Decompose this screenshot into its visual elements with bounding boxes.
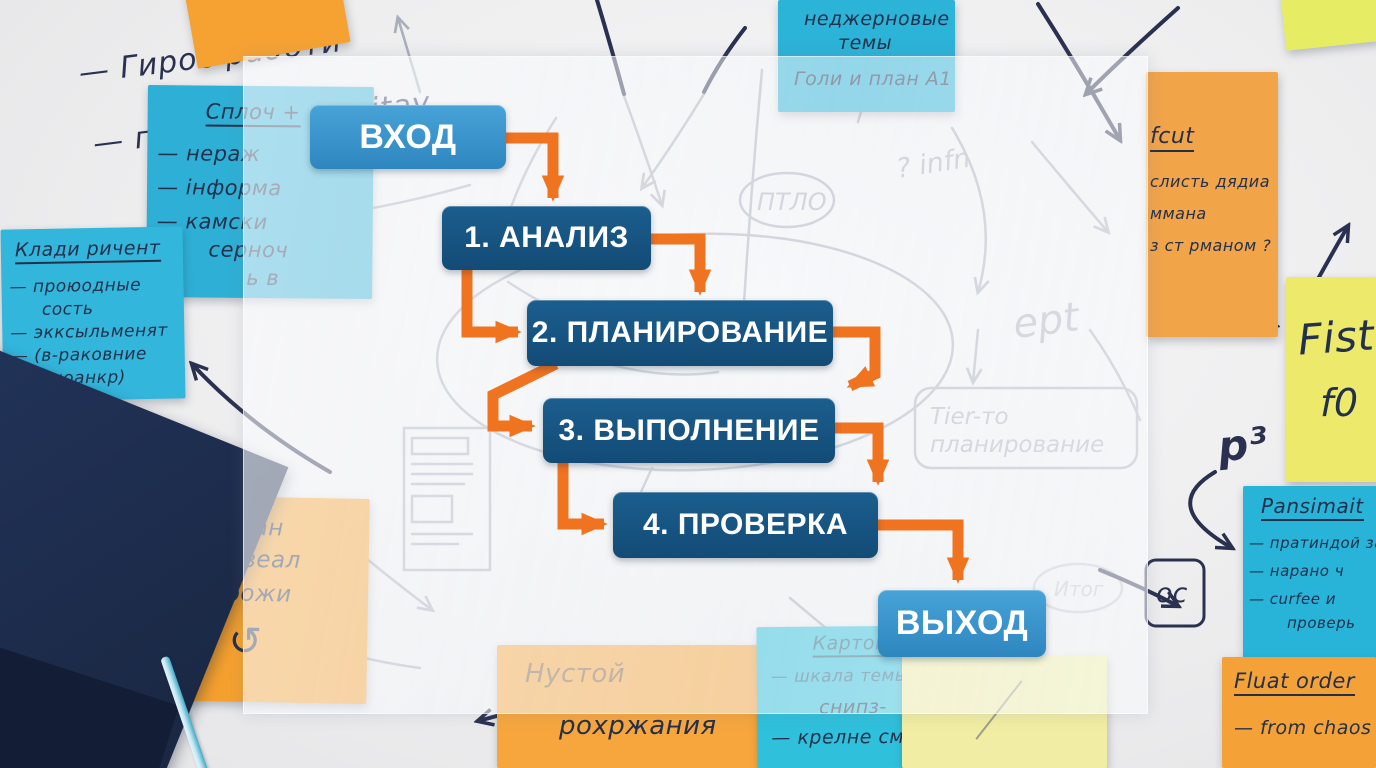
sticky-heading: Pansimait	[1261, 494, 1364, 521]
sticky-heading: fcut	[1150, 124, 1195, 152]
flow-node-vypolnenie: 3. ВЫПОЛНЕНИЕ	[543, 398, 835, 463]
arrow-vhod-to-analiz	[505, 132, 565, 202]
sticky-line: рохржания	[559, 711, 717, 741]
arrow-vypoln-to-proverka-left	[557, 462, 608, 536]
arrow-plan-to-vypoln-left	[487, 359, 559, 438]
sticky-line: з ст рманом ?	[1150, 236, 1272, 255]
sticky-line: — from chaos	[1234, 717, 1372, 739]
sticky-line: — нарано ч	[1249, 562, 1345, 580]
sticky-line: проверь	[1287, 614, 1356, 632]
arrow-plan-loopback	[833, 326, 881, 391]
sticky-line: — пратиндой за	[1249, 534, 1376, 552]
sticky-line: ммана	[1150, 204, 1207, 223]
sticky-note-fcut: fcut слисть дядиа ммана з ст рманом ?	[1146, 72, 1278, 337]
sticky-note-fluat: Fluat order — from chaos	[1222, 657, 1376, 768]
sticky-line: f0	[1320, 381, 1359, 425]
flow-node-proverka: 4. ПРОВЕРКА	[613, 492, 878, 558]
arrow-analiz-to-plan-top	[651, 233, 712, 296]
sticky-note-fist: Fist f0	[1286, 277, 1376, 482]
flow-node-planirovanie: 2. ПЛАНИРОВАНИЕ	[527, 300, 833, 366]
sticky-note-pansimait: Pansimait — пратиндой за — нарано ч — cu…	[1243, 486, 1376, 664]
sticky-line: — curfee и	[1249, 590, 1336, 608]
flow-node-analiz: 1. АНАЛИЗ	[442, 206, 651, 270]
arrow-proverka-to-vyhod	[877, 519, 970, 584]
sticky-line: темы	[838, 32, 893, 54]
arrow-vypoln-to-proverka-top	[835, 422, 890, 486]
sketch-label-os: ос	[1156, 578, 1188, 609]
sticky-heading: Fluat order	[1234, 669, 1355, 696]
flow-node-vyhod: ВЫХОД	[878, 590, 1046, 657]
sticky-line: неджерновые	[804, 8, 950, 30]
flow-node-vhod: ВХОД	[310, 105, 506, 169]
arrow-analiz-to-plan-left	[461, 268, 522, 344]
sticky-line: слисть дядиа	[1150, 172, 1271, 191]
